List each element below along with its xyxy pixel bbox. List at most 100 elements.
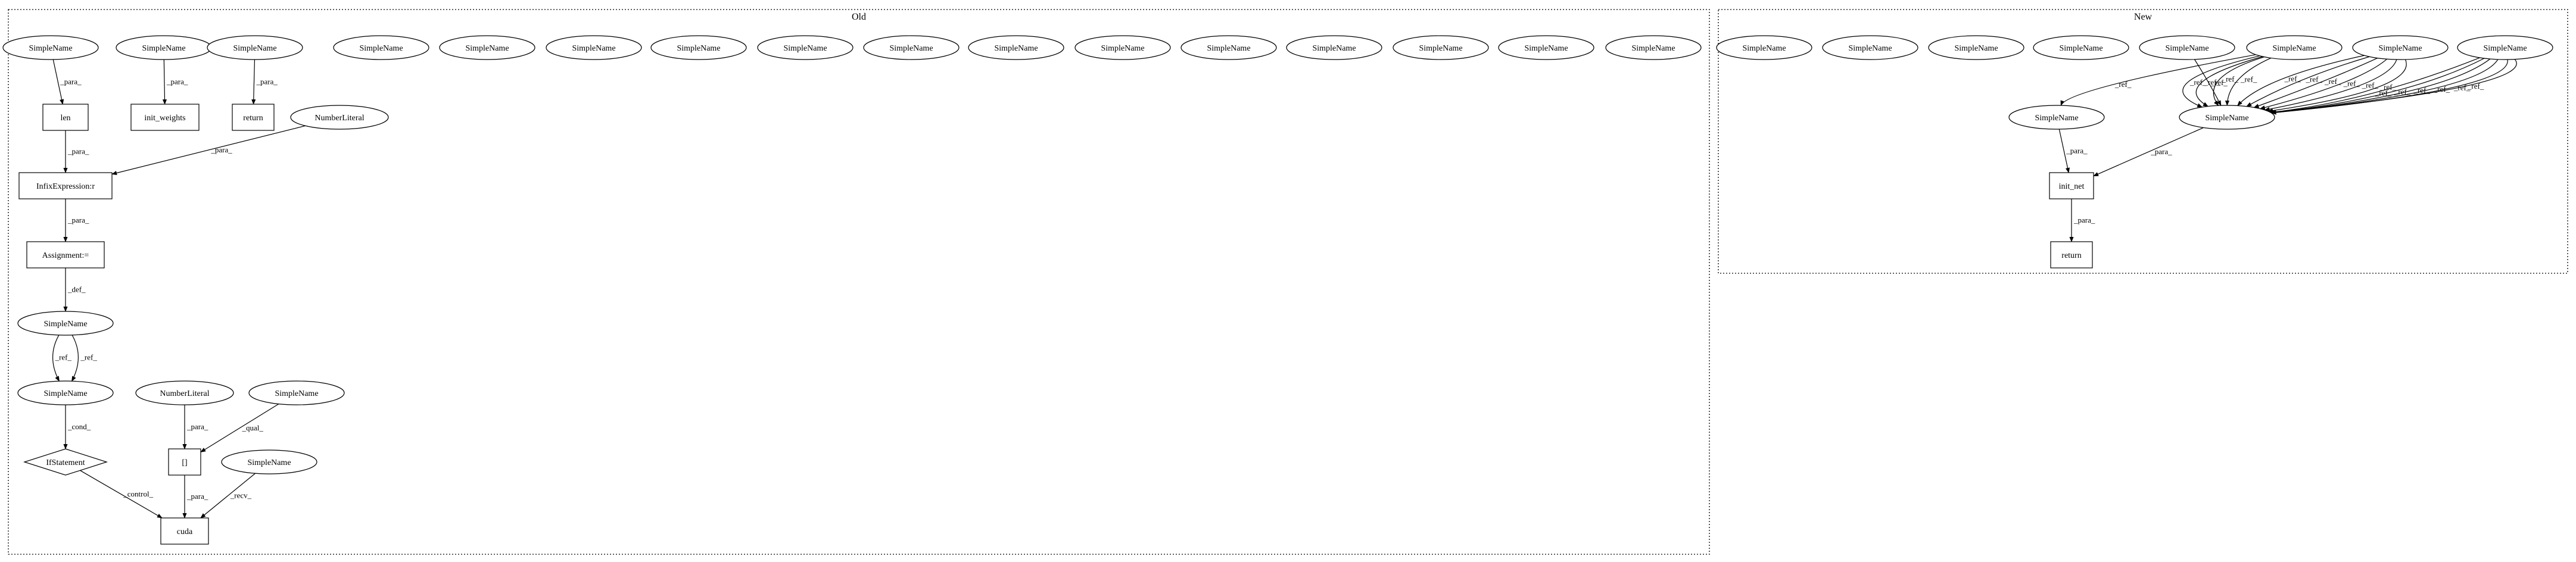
box-node-shape	[160, 517, 209, 545]
node-o_numlit2: NumberLiteral	[135, 380, 234, 405]
edge-o_assign-o_sn_def: _def_	[63, 268, 86, 312]
edge-line	[111, 125, 306, 176]
edge-n_sn_b-n_sn_hub: _ref_	[2213, 56, 2264, 107]
box-node-shape	[26, 241, 105, 268]
ellipse-node-shape	[863, 35, 960, 60]
node-label: Assignment:=	[42, 251, 89, 260]
edge-label: _ref_	[2240, 75, 2257, 84]
node-label: SimpleName	[994, 44, 1038, 53]
edge-line	[2253, 58, 2378, 108]
node-label: len	[60, 114, 70, 123]
edge-label: _para_	[2066, 146, 2088, 155]
ellipse-node-shape	[439, 35, 535, 60]
node-label: SimpleName	[1524, 44, 1568, 53]
edge-label: _cond_	[67, 422, 91, 431]
node-o_sn_qual: SimpleName	[248, 380, 345, 405]
edge-n_sn_c-n_sn_hub: _ref_	[2253, 58, 2378, 108]
edge-o_infix-o_assign: _para_	[63, 199, 89, 242]
ellipse-node-shape	[221, 449, 317, 474]
node-n_return: return	[2050, 241, 2093, 268]
node-label: SimpleName	[677, 44, 720, 53]
node-label: SimpleName	[572, 44, 615, 53]
node-label: init_net	[2059, 182, 2085, 191]
edge-o_index-o_cuda: _para_	[182, 475, 208, 519]
node-o_sn_len: SimpleName	[2, 35, 99, 60]
ellipse-node-shape	[1822, 35, 1918, 60]
edge-n_initnet-n_return: _para_	[2069, 199, 2095, 242]
node-label: InfixExpression:r	[36, 182, 95, 191]
ellipse-node-shape	[2352, 35, 2449, 60]
edge-line	[2259, 58, 2387, 110]
node-label: SimpleName	[2378, 44, 2422, 53]
ellipse-node-shape	[207, 35, 303, 60]
edge-n_sn_c-n_sn_hub: _ref_	[2264, 59, 2397, 111]
edge-label: _ref_	[2453, 83, 2471, 92]
edge-label: _ref_	[80, 353, 97, 362]
node-o_sn_recv: SimpleName	[221, 449, 317, 474]
ellipse-node-shape	[1928, 35, 2024, 60]
node-o_sn_8: SimpleName	[757, 35, 854, 60]
node-label: SimpleName	[43, 320, 87, 329]
node-o_sn_12: SimpleName	[1180, 35, 1277, 60]
edge-o_if-o_cuda: _control_	[80, 470, 163, 519]
node-o_sn_9: SimpleName	[863, 35, 960, 60]
node-o_sn_init: SimpleName	[116, 35, 212, 60]
node-label: SimpleName	[2272, 44, 2316, 53]
node-o_numlit1: NumberLiteral	[290, 105, 389, 130]
edge-label: _control_	[123, 489, 153, 498]
node-o_sn_13: SimpleName	[1286, 35, 1382, 60]
edge-line	[52, 59, 64, 105]
ellipse-node-shape	[1498, 35, 1594, 60]
edge-label: _para_	[256, 77, 278, 86]
box-node-shape	[42, 104, 89, 131]
edge-line	[2060, 54, 2256, 106]
edge-line	[2246, 56, 2370, 107]
diamond-node-shape	[23, 448, 108, 476]
box-node-shape	[130, 104, 200, 131]
edge-label: _para_	[166, 77, 188, 86]
edge-n_sn_b-n_sn_left: _ref_	[2060, 54, 2256, 106]
node-label: SimpleName	[1848, 44, 1892, 53]
node-label: SimpleName	[275, 389, 318, 398]
edge-n_sn_hub-n_initnet: _para_	[2093, 127, 2204, 177]
edge-n_sn_c-n_sn_hub: _ref_	[2246, 56, 2370, 107]
edge-line	[52, 335, 60, 382]
edge-line	[80, 470, 163, 519]
node-o_infix: InfixExpression:r	[18, 172, 113, 199]
node-label: SimpleName	[359, 44, 403, 53]
ellipse-node-shape	[546, 35, 642, 60]
node-label: SimpleName	[2059, 44, 2102, 53]
ellipse-node-shape	[2, 35, 99, 60]
node-o_sn_6: SimpleName	[546, 35, 642, 60]
edge-label: _para_	[2073, 216, 2095, 224]
node-n_sn_d: SimpleName	[2457, 35, 2553, 60]
node-o_return: return	[232, 104, 275, 131]
ellipse-node-shape	[1393, 35, 1489, 60]
node-o_len: len	[42, 104, 89, 131]
ellipse-node-shape	[968, 35, 1064, 60]
ellipse-node-shape	[17, 311, 114, 336]
box-node-shape	[2049, 172, 2094, 199]
edge-n_sn_b-n_sn_hub: _ref_	[2182, 55, 2260, 108]
edge-o_sn_recv-o_cuda: _recv_	[200, 473, 256, 519]
ellipse-node-shape	[2139, 35, 2235, 60]
edge-label: _para_	[186, 422, 208, 431]
edge-o_sn_def-o_sn_cond: _ref_	[71, 335, 97, 382]
node-n_sn_2: SimpleName	[1822, 35, 1918, 60]
edge-label: _ref_	[2343, 79, 2360, 88]
node-label: SimpleName	[2205, 114, 2248, 123]
node-label: cuda	[177, 527, 193, 536]
node-o_initw: init_weights	[130, 104, 200, 131]
ellipse-node-shape	[1605, 35, 1702, 60]
edge-line	[2195, 56, 2263, 107]
edge-label: _ref_	[2284, 74, 2301, 83]
edge-label: _ref_	[2189, 77, 2207, 86]
edge-o_len-o_infix: _para_	[63, 130, 89, 173]
node-o_cuda: cuda	[160, 517, 209, 545]
node-label: SimpleName	[1101, 44, 1144, 53]
edge-label: _ref_	[2222, 74, 2239, 83]
box-node-shape	[2050, 241, 2093, 268]
node-label: SimpleName	[1419, 44, 1462, 53]
edge-n_sn_c-n_sn_hub: _ref_	[2267, 59, 2407, 113]
